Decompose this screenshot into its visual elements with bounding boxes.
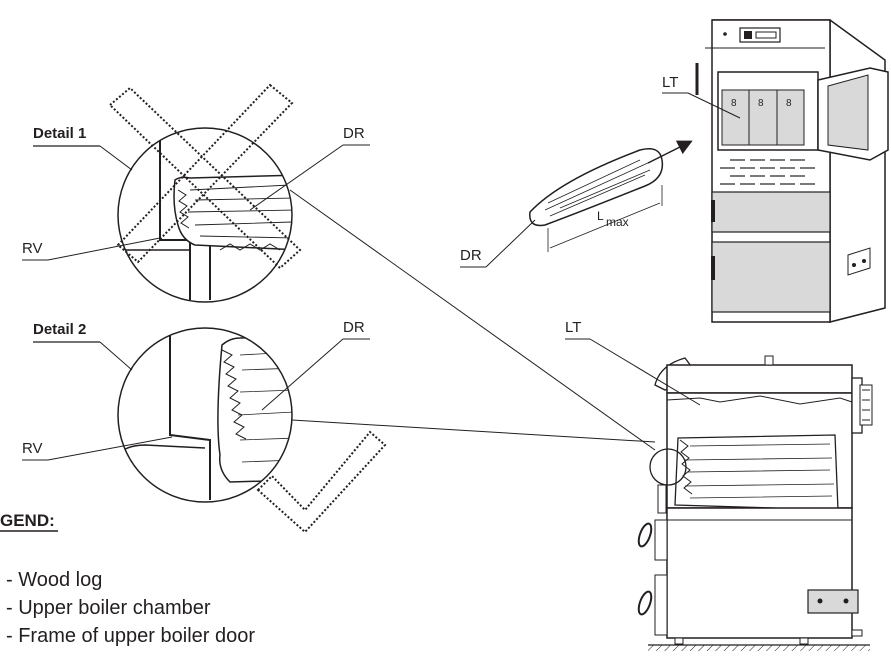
label-rv-detail-1: RV [22,237,161,261]
svg-text:Detail 1: Detail 1 [33,125,86,142]
legend-title: GEND: [0,511,55,530]
legend-item-2: - Upper boiler chamber [6,597,211,619]
detail-1-label: Detail 1 [33,125,133,171]
svg-text:Detail 2: Detail 2 [33,321,86,338]
wood-log-lmax: L max [529,148,664,252]
label-dr-detail-1: DR [249,125,370,211]
boiler-front-view: 8 8 8 [695,19,889,323]
legend-item-1: - Wood log [6,569,102,591]
svg-text:DR: DR [343,319,365,336]
label-dr-log: DR [460,219,536,268]
right-check-icon [256,430,387,534]
svg-text:8: 8 [758,98,764,109]
svg-text:LT: LT [662,74,678,91]
svg-text:max: max [606,215,629,229]
svg-text:8: 8 [731,98,737,109]
boiler-cross-section [637,355,873,651]
svg-text:RV: RV [22,240,43,257]
wrong-cross-icon [108,83,302,270]
detail-1 [108,83,302,303]
svg-text:LT: LT [565,319,581,336]
label-dr-detail-2: DR [261,319,370,411]
svg-text:L: L [597,209,604,223]
legend: GEND: - Wood log - Upper boiler chamber … [0,511,255,647]
label-lt-bottom: LT [565,319,701,406]
wood-log-correct [217,335,292,483]
label-lt-top: LT [662,74,741,119]
legend-item-3: - Frame of upper boiler door [6,625,255,647]
svg-text:DR: DR [460,247,482,264]
wood-log-wrong [173,174,292,251]
svg-text:RV: RV [22,440,43,457]
arrow-icon [647,140,693,164]
detail-2 [117,327,387,534]
label-rv-detail-2: RV [22,436,173,461]
detail-2-label: Detail 2 [33,321,133,371]
svg-text:8: 8 [786,98,792,109]
svg-text:DR: DR [343,125,365,142]
